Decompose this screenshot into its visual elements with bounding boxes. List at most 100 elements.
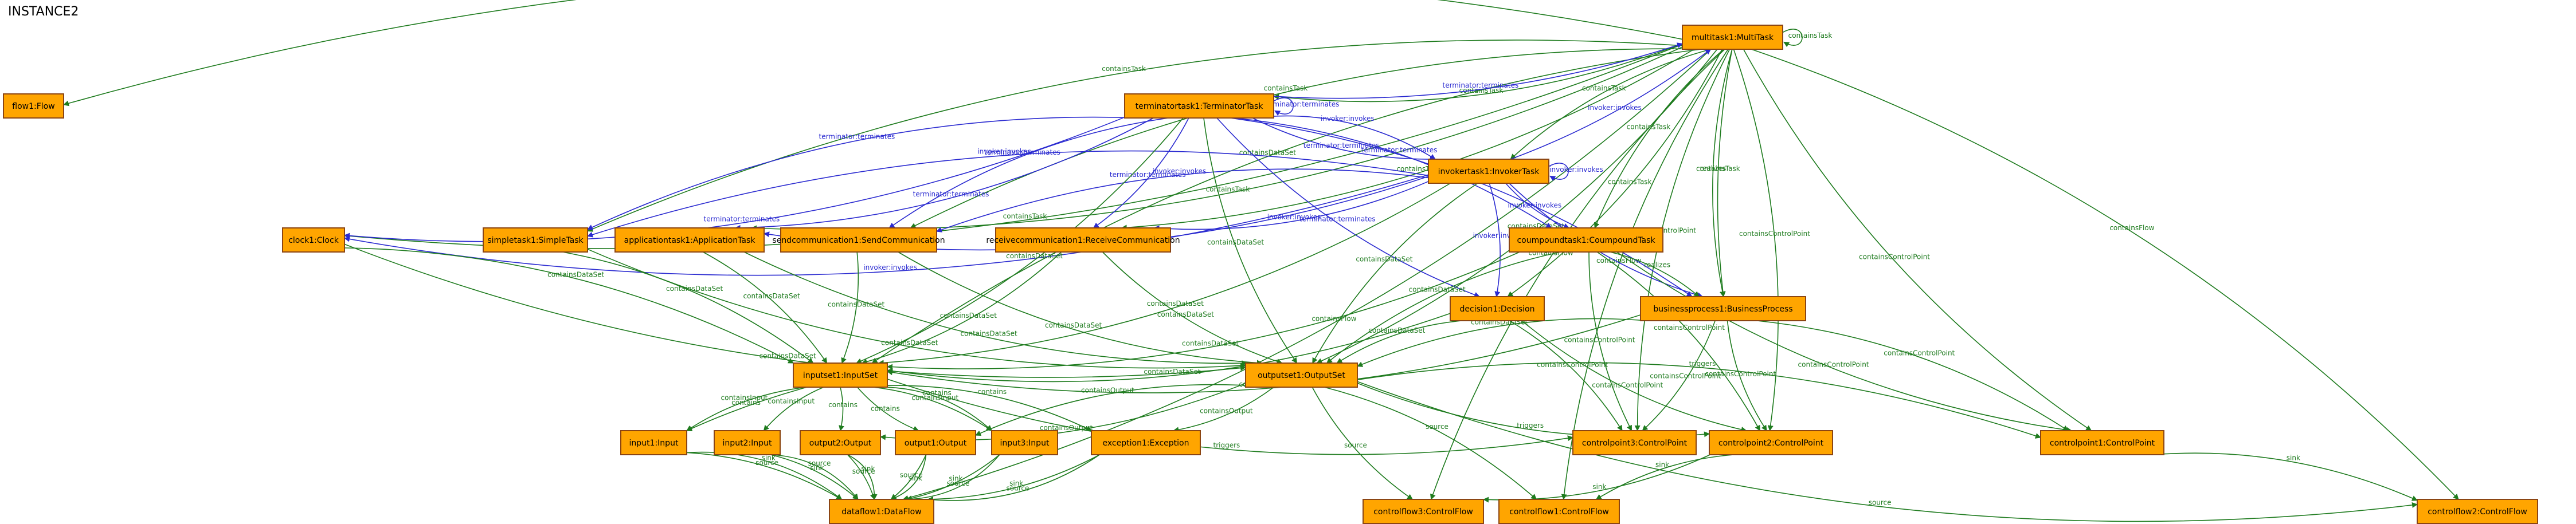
node-controlpoint3[interactable]: controlpoint3:ControlPoint [1572,430,1697,455]
node-simpletask1[interactable]: simpletask1:SimpleTask [483,227,588,253]
node-receivecommunication1[interactable]: receivecommunication1:ReceiveCommunicati… [986,227,1180,253]
edge-label: source [1344,442,1367,450]
edge-label: containsControlPoint [1650,372,1721,380]
edge-businessprocess1-controlpoint3: containsControlPoint [1642,320,1721,431]
node-label: terminatortask1:TerminatorTask [1136,102,1264,111]
node-dataflow1[interactable]: dataflow1:DataFlow [829,499,934,524]
node-terminatortask1[interactable]: terminatortask1:TerminatorTask [1124,93,1274,119]
edge-outputset1-controlpoint1: triggers [1357,360,2041,439]
edge-outputset1-controlpoint2: triggers [1357,383,1710,438]
node-box[interactable] [1572,430,1697,455]
edge-label: invoker:invokes [1267,213,1321,221]
edge-inputset1-output2: contains [828,387,858,431]
node-controlflow1[interactable]: controlflow1:ControlFlow [1498,499,1620,524]
node-controlpoint2[interactable]: controlpoint2:ControlPoint [1709,430,1833,455]
node-box[interactable] [793,363,888,388]
edge-input3-dataflow1: sink [906,454,1000,501]
node-inputset1[interactable]: inputset1:InputSet [793,363,888,388]
edge-label: contains [828,401,858,409]
node-box[interactable] [1124,93,1274,119]
node-exception1[interactable]: exception1:Exception [1091,430,1201,455]
node-box[interactable] [1091,430,1201,455]
node-box[interactable] [1428,159,1549,184]
node-input1[interactable]: input1:Input [620,430,687,455]
node-output2[interactable]: output2:Output [800,430,881,455]
edge-line [1595,454,1734,500]
node-box[interactable] [1709,430,1833,455]
edge-line [1509,320,1623,431]
node-box[interactable] [995,227,1171,253]
edge-label: containsDataSet [1144,368,1200,376]
node-box[interactable] [620,430,687,455]
node-box[interactable] [829,499,934,524]
edge-multitask1-businessprocess1: containsTask [1696,49,1740,297]
node-box[interactable] [1509,227,1663,253]
edge-label: invoker:invokes [1153,167,1207,175]
edge-label: sink [762,454,776,462]
node-input2[interactable]: input2:Input [714,430,781,455]
node-box[interactable] [1245,363,1358,388]
node-clock1[interactable]: clock1:Clock [282,227,345,253]
node-label: controlpoint1:ControlPoint [2050,439,2155,448]
edge-label: containsOutput [1040,424,1093,432]
node-label: input1:Input [629,439,679,448]
edge-label: triggers [1213,442,1240,450]
edge-label: sink [2287,454,2300,462]
node-outputset1[interactable]: outputset1:OutputSet [1245,363,1358,388]
node-sendcommunication1[interactable]: sendcommunication1:SendCommunication [772,227,945,253]
node-flow1[interactable]: flow1:Flow [3,93,64,119]
node-output1[interactable]: output1:Output [895,430,976,455]
edge-label: containsTask [1206,185,1250,193]
node-box[interactable] [780,227,937,253]
node-box[interactable] [1363,499,1484,524]
node-businessprocess1[interactable]: businessprocess1:BusinessProcess [1640,296,1806,321]
edge-line [1616,251,2073,433]
edge-label: containsDataSet [1356,255,1412,263]
node-box[interactable] [2417,499,2538,524]
node-box[interactable] [991,430,1058,455]
node-label: controlflow3:ControlFlow [1373,507,1473,517]
edge-label: source [808,459,831,467]
node-decision1[interactable]: decision1:Decision [1450,296,1545,321]
edge-invokertask1-multitask1: invoker:invokes [1510,49,1712,160]
edge-label: containsTask [1627,123,1671,131]
edge-line [841,251,859,364]
node-invokertask1[interactable]: invokertask1:InvokerTask [1428,159,1549,184]
edge-label: terminator:terminates [819,133,895,141]
edge-inputset1-input1: containsInput [686,387,808,431]
node-box[interactable] [1682,25,1783,50]
node-box[interactable] [2040,430,2164,455]
edge-label: containsControlPoint [1884,349,1955,357]
edge-label: containsDataSet [828,301,884,309]
node-box[interactable] [1498,499,1620,524]
node-applicationtask1[interactable]: applicationtask1:ApplicationTask [614,227,765,253]
node-controlflow2[interactable]: controlflow2:ControlFlow [2417,499,2538,524]
node-label: input3:Input [1000,439,1050,448]
edge-label: containsDataSet [1368,326,1425,334]
node-controlpoint1[interactable]: controlpoint1:ControlPoint [2040,430,2164,455]
node-box[interactable] [1640,296,1806,321]
node-box[interactable] [614,227,765,253]
node-box[interactable] [800,430,881,455]
node-box[interactable] [714,430,781,455]
edge-input3-dataflow1: source [906,454,1000,502]
node-label: output2:Output [809,439,872,448]
edge-input2-dataflow1: sink [770,454,859,500]
edge-layer: containsTaskcontainsFlowcontainsTaskcont… [63,0,2459,522]
node-box[interactable] [1450,296,1545,321]
edge-line [888,117,1169,228]
edge-line [906,454,1000,502]
node-box[interactable] [895,430,976,455]
node-multitask1[interactable]: multitask1:MultiTask [1682,25,1783,50]
node-box[interactable] [3,93,64,119]
edge-label: containsDataSet [760,352,816,360]
node-coumpoundtask1[interactable]: coumpoundtask1:CoumpoundTask [1509,227,1663,253]
edge-simpletask1-inputset1: containsDataSet [562,251,814,364]
node-box[interactable] [282,227,345,253]
node-label: applicationtask1:ApplicationTask [624,236,756,245]
edge-decision1-inputset1: containsDataSet [887,313,1451,383]
node-input3[interactable]: input3:Input [991,430,1058,455]
node-controlflow3[interactable]: controlflow3:ControlFlow [1363,499,1484,524]
node-box[interactable] [483,227,588,253]
node-label: businessprocess1:BusinessProcess [1653,305,1792,314]
